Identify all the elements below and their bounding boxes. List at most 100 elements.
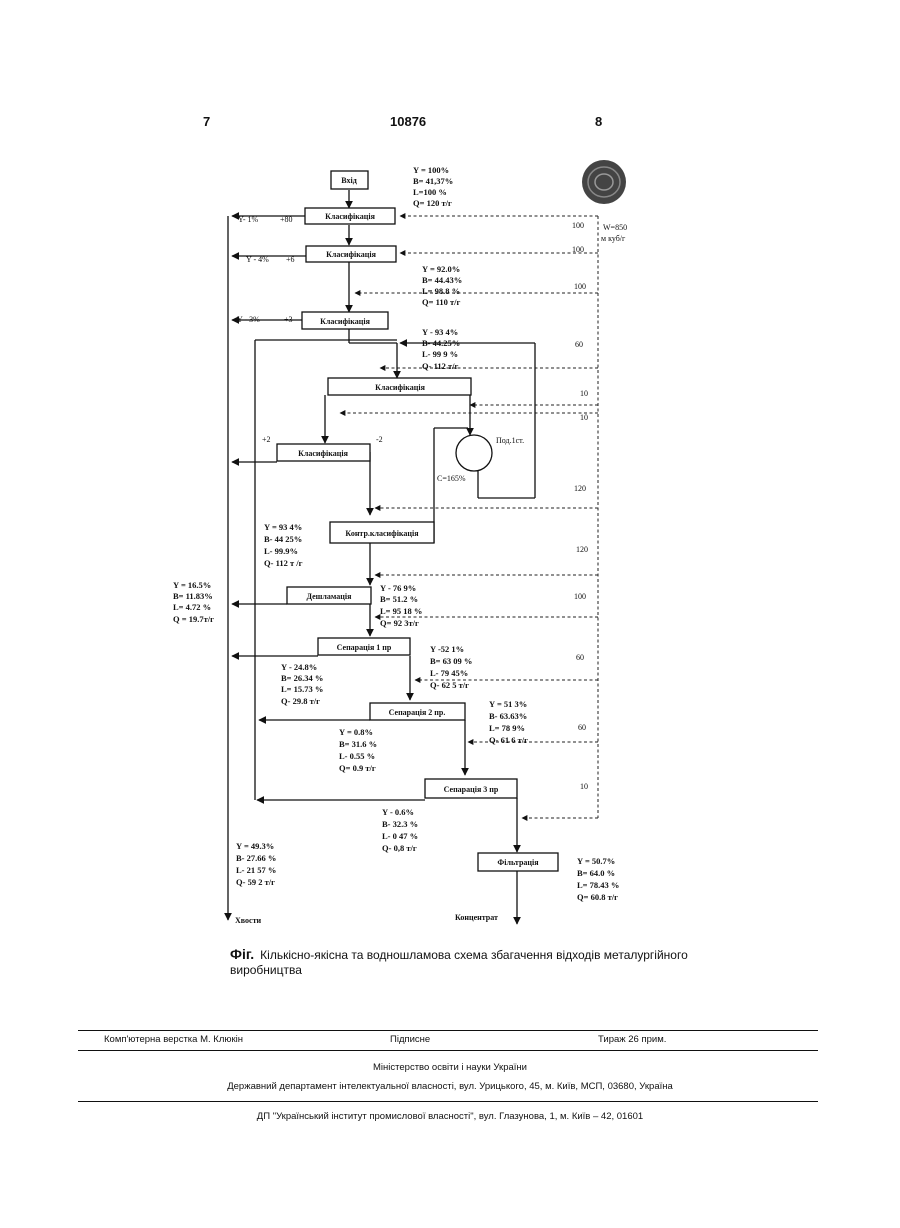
svg-text:Сепарація 1 пр: Сепарація 1 пр [337, 643, 392, 652]
svg-text:Q- 0,8 т/г: Q- 0,8 т/г [382, 843, 417, 853]
yield-label: Y - 4% [246, 255, 269, 264]
svg-text:Вхід: Вхід [341, 176, 357, 185]
stats-deslime-tails: Y = 16.5% B= 11.83% L= 4.72 % Q = 19.7т/… [173, 580, 214, 624]
svg-text:L- 79 45%: L- 79 45% [430, 668, 468, 678]
box-class5: Класифікація [277, 444, 370, 461]
svg-text:Под.1ст.: Под.1ст. [496, 436, 524, 445]
box-class3: Класифікація [302, 312, 388, 329]
svg-text:L- 99.9%: L- 99.9% [264, 546, 298, 556]
svg-text:Сепарація 2 пр.: Сепарація 2 пр. [389, 708, 446, 717]
svg-text:Фільтрація: Фільтрація [497, 858, 539, 867]
svg-text:120: 120 [574, 484, 586, 493]
flowsheet-diagram: Вхід Класифікація Класифікація Класифіка… [0, 0, 900, 940]
svg-text:Класифікація: Класифікація [298, 449, 349, 458]
svg-text:L= 4.72 %: L= 4.72 % [173, 602, 211, 612]
box-class1: Класифікація [305, 208, 395, 224]
box-filter: Фільтрація [478, 853, 558, 871]
figure-label: Фіг. [230, 946, 254, 962]
size-label: +2 [262, 435, 271, 444]
svg-text:B- 44 25%: B- 44 25% [264, 534, 302, 544]
svg-text:B= 64.0 %: B= 64.0 % [577, 868, 615, 878]
box-deslime: Дешламація [287, 587, 371, 604]
svg-text:Y = 51 3%: Y = 51 3% [489, 699, 527, 709]
box-control-class: Контр.класифікація [330, 522, 434, 543]
svg-text:B- 44.25%: B- 44.25% [422, 338, 460, 348]
svg-text:С=165%: С=165% [437, 474, 466, 483]
svg-text:L= 15.73 %: L= 15.73 % [281, 684, 323, 694]
svg-text:Y = 93 4%: Y = 93 4% [264, 522, 302, 532]
footer-copies: Тираж 26 прим. [598, 1034, 666, 1045]
box-input: Вхід [331, 171, 368, 189]
stats-final-conc: Y = 50.7% B= 64.0 % L= 78.43 % Q= 60.8 т… [577, 856, 619, 902]
box-sep2: Сепарація 2 пр. [370, 703, 465, 720]
svg-text:Q= 120 т/г: Q= 120 т/г [413, 198, 452, 208]
svg-text:Q- 112 т /г: Q- 112 т /г [264, 558, 303, 568]
footer-layout: Комп'ютерна верстка М. Клюкін [104, 1034, 243, 1045]
svg-text:L= 78.43 %: L= 78.43 % [577, 880, 619, 890]
svg-text:Q = 19.7т/г: Q = 19.7т/г [173, 614, 214, 624]
svg-text:L- 21 57 %: L- 21 57 % [236, 865, 276, 875]
footer-ministry: Міністерство освіти і науки України [0, 1062, 900, 1073]
svg-text:L= 98.8 %: L= 98.8 % [422, 286, 460, 296]
size-label: +6 [286, 255, 295, 264]
stats-sep1-conc: Y -52 1% B= 63 09 % L- 79 45% Q- 62 5 т/… [430, 644, 472, 690]
footer-signed: Підписне [390, 1034, 430, 1045]
svg-text:Y - 0.6%: Y - 0.6% [382, 807, 414, 817]
water-supply: м куб/г [601, 234, 626, 243]
svg-text:60: 60 [576, 653, 584, 662]
stamp-mark [582, 160, 626, 204]
svg-text:Дешламація: Дешламація [307, 592, 353, 601]
svg-text:Y = 92.0%: Y = 92.0% [422, 264, 460, 274]
output-concentrate: Концентрат [455, 913, 498, 922]
svg-text:B- 32.3 %: B- 32.3 % [382, 819, 418, 829]
svg-text:Q- 112 т/г: Q- 112 т/г [422, 361, 459, 371]
svg-text:Y - 93 4%: Y - 93 4% [422, 327, 458, 337]
svg-text:100: 100 [572, 245, 584, 254]
svg-text:120: 120 [576, 545, 588, 554]
svg-text:B= 26.34 %: B= 26.34 % [281, 673, 323, 683]
svg-text:B= 31.6 %: B= 31.6 % [339, 739, 377, 749]
svg-text:Q= 110 т/г: Q= 110 т/г [422, 297, 461, 307]
svg-text:B= 63 09 %: B= 63 09 % [430, 656, 472, 666]
size-label: -2 [376, 435, 383, 444]
stats-final-tails: Y = 49.3% B- 27.66 % L- 21 57 % Q- 59 2 … [236, 841, 276, 887]
svg-text:Контр.класифікація: Контр.класифікація [345, 529, 419, 538]
svg-text:100: 100 [572, 221, 584, 230]
svg-text:Класифікація: Класифікація [320, 317, 371, 326]
svg-text:B= 51.2 %: B= 51.2 % [380, 594, 418, 604]
svg-text:Q- 62 5 т/г: Q- 62 5 т/г [430, 680, 469, 690]
svg-text:B= 41,37%: B= 41,37% [413, 176, 453, 186]
stats-sep1-tails: Y - 24.8% B= 26.34 % L= 15.73 % Q- 29.8 … [281, 662, 323, 706]
svg-text:60: 60 [578, 723, 586, 732]
svg-text:Класифікація: Класифікація [326, 250, 377, 259]
svg-text:Y = 100%: Y = 100% [413, 165, 449, 175]
svg-text:L=100 %: L=100 % [413, 187, 447, 197]
water-supply: W=850 [603, 223, 627, 232]
svg-text:L= 78 9%: L= 78 9% [489, 723, 525, 733]
yield-label: Y - 3% [237, 315, 260, 324]
mill-circle: Под.1ст. С=165% [437, 435, 524, 483]
svg-text:B= 11.83%: B= 11.83% [173, 591, 213, 601]
water-lines [340, 216, 598, 818]
figure-caption-text: Кількісно-якісна та водношламова схема з… [230, 948, 688, 977]
svg-text:Y - 24.8%: Y - 24.8% [281, 662, 317, 672]
svg-text:60: 60 [575, 340, 583, 349]
svg-text:10: 10 [580, 782, 588, 791]
divider [78, 1101, 818, 1102]
svg-text:L- 99 9 %: L- 99 9 % [422, 349, 458, 359]
footer-institute: ДП "Український інститут промислової вла… [0, 1111, 900, 1122]
svg-text:Q- 29.8 т/г: Q- 29.8 т/г [281, 696, 320, 706]
svg-text:10: 10 [580, 389, 588, 398]
stats-after-class3: Y = 92.0% B= 44.43% L= 98.8 % Q= 110 т/г [422, 264, 462, 307]
box-sep1: Сепарація 1 пр [318, 638, 410, 655]
svg-text:Q= 60.8 т/г: Q= 60.8 т/г [577, 892, 618, 902]
svg-text:100: 100 [574, 592, 586, 601]
svg-text:Класифікація: Класифікація [375, 383, 426, 392]
divider [78, 1030, 818, 1031]
svg-text:Y -52 1%: Y -52 1% [430, 644, 464, 654]
footer-department: Державний департамент інтелектуальної вл… [0, 1081, 900, 1092]
water-amounts: 100 100 100 60 10 10 120 120 100 60 60 1… [572, 221, 588, 791]
box-sep3: Сепарація 3 пр [425, 779, 517, 798]
size-label: +80 [280, 215, 293, 224]
svg-text:Y - 76 9%: Y - 76 9% [380, 583, 416, 593]
